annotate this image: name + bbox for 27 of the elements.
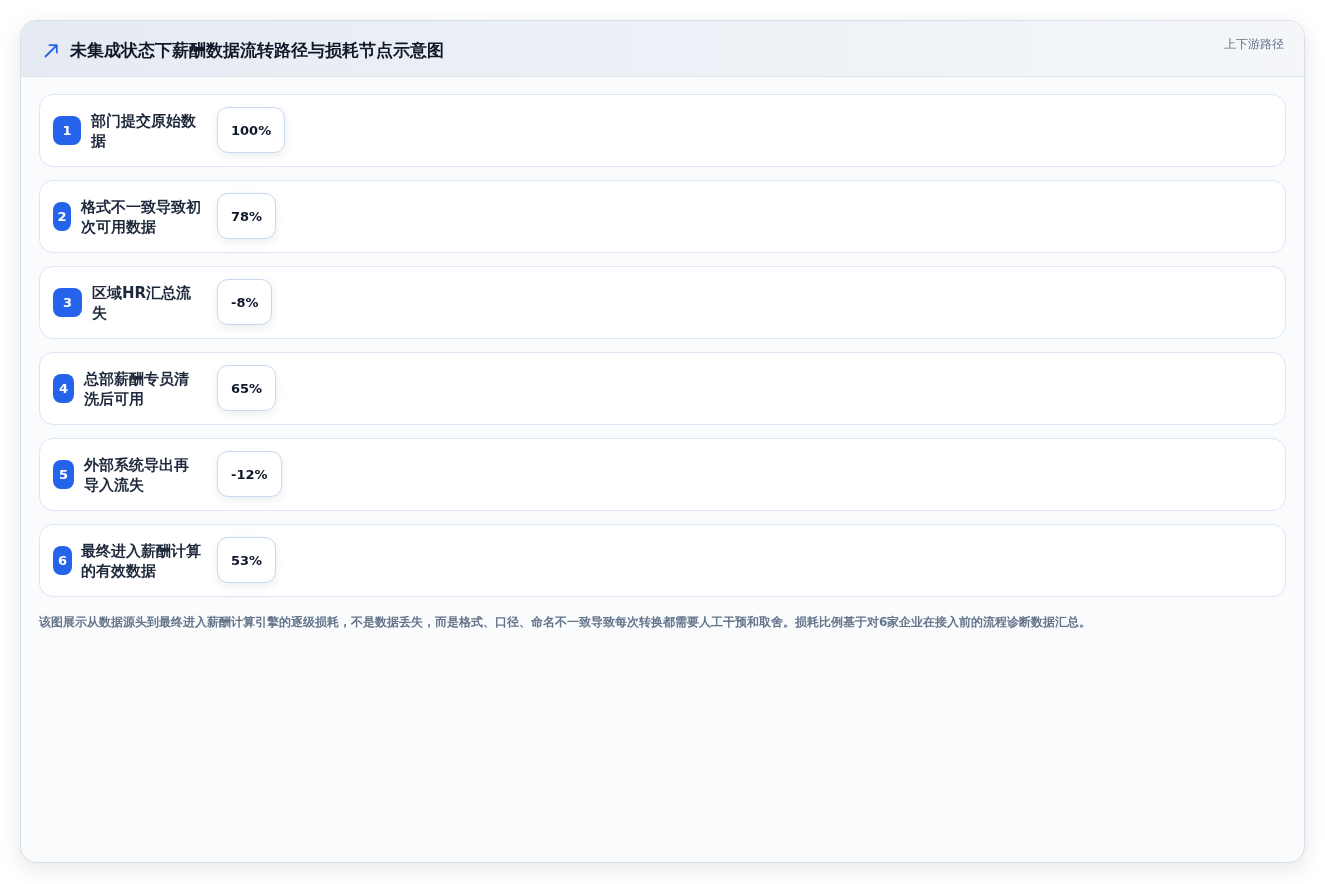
step-number: 3 — [53, 288, 82, 317]
percentage-chip: 53% — [217, 537, 277, 583]
percentage-chip: -8% — [217, 279, 273, 325]
title: 未集成状态下薪酬数据流转路径与损耗节点示意图 — [70, 39, 444, 62]
caption: 该图展示从数据源头到最终进入薪酬计算引擎的逐级损耗，不是数据丢失，而是格式、口径、命名不一致导致每次转换都需要人工干预和取舍。损耗比例基于对6家企业在接入前的流程诊断数据汇总。 — [39, 614, 1093, 631]
step-number: 5 — [53, 460, 74, 489]
percentage-chip: -12% — [217, 451, 282, 497]
step-number: 1 — [53, 116, 81, 145]
step-card — [39, 352, 1286, 425]
percentage-chip: 65% — [217, 365, 277, 411]
header-note: 上下游路径 — [1224, 36, 1284, 53]
step-label: 最终进入薪酬计算的有效数据 — [81, 540, 202, 581]
step-label: 外部系统导出再导入流失 — [84, 454, 190, 495]
step-number: 6 — [53, 546, 72, 575]
step-card — [39, 438, 1286, 511]
step-card — [39, 266, 1286, 339]
step-label: 区域HR汇总流失 — [92, 282, 193, 323]
step-number: 4 — [53, 374, 74, 403]
step-label: 格式不一致导致初次可用数据 — [81, 196, 202, 237]
step-label: 总部薪酬专员清洗后可用 — [84, 368, 190, 409]
percentage-chip: 78% — [217, 193, 277, 239]
step-card — [39, 180, 1286, 253]
step-card — [39, 94, 1286, 167]
step-number: 2 — [53, 202, 71, 231]
step-label: 部门提交原始数据 — [91, 110, 197, 151]
percentage-chip: 100% — [217, 107, 286, 153]
step-card — [39, 524, 1286, 597]
